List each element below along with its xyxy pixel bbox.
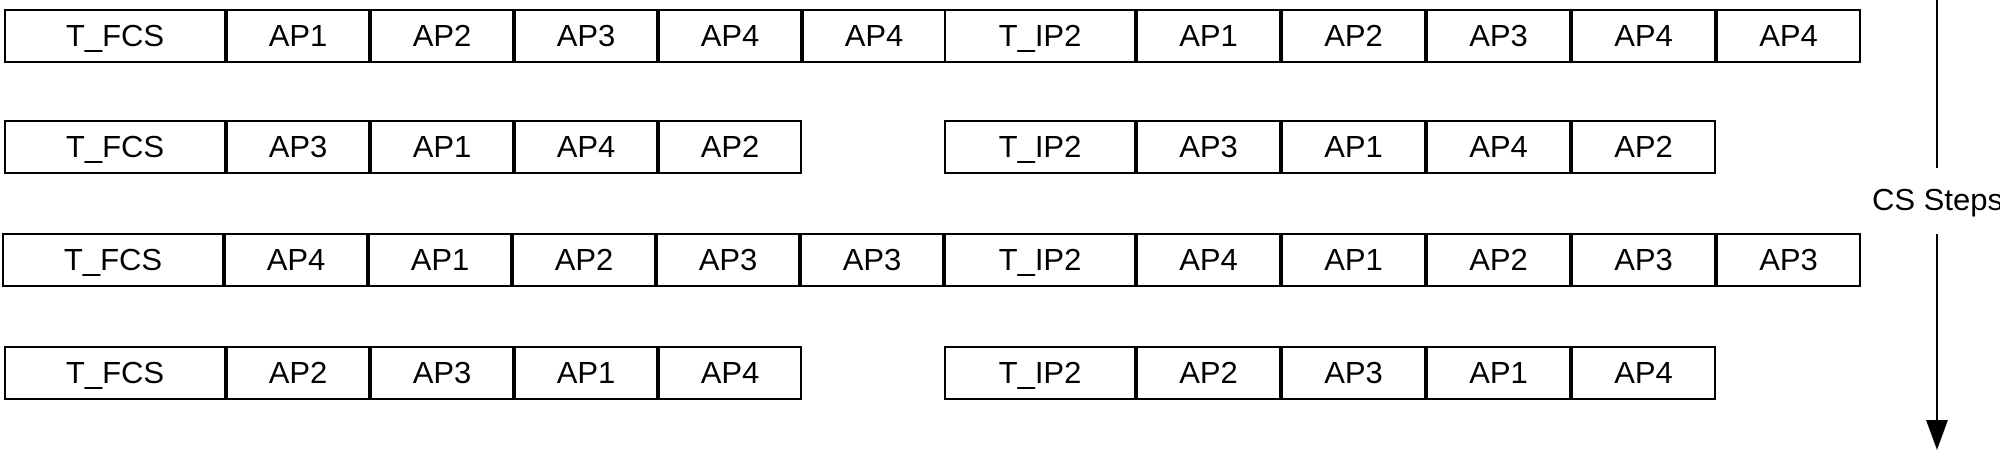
sequence-slot-cell: AP3 [800,233,944,287]
sequence-slot-cell: AP4 [1426,120,1571,174]
sequence-start-cell: T_IP2 [944,346,1136,400]
sequence-slot-cell: AP2 [370,9,514,63]
sequence-slot-cell: AP4 [224,233,368,287]
sequence-slot-cell: AP3 [1281,346,1426,400]
sequence-slot-cell: AP2 [1281,9,1426,63]
sequence-slot-cell: AP4 [1716,9,1861,63]
sequence-slot-cell: AP2 [1426,233,1571,287]
sequence-slot-cell: AP4 [1571,346,1716,400]
sequence-slot-cell: AP4 [658,9,802,63]
sequence-slot-cell: AP1 [226,9,370,63]
sequence-slot-cell: AP1 [514,346,658,400]
sequence-slot-cell: AP1 [1281,120,1426,174]
sequence-slot-cell: AP1 [1281,233,1426,287]
sequence-slot-cell: AP2 [226,346,370,400]
sequence-slot-cell: AP3 [370,346,514,400]
sequence-start-cell: T_FCS [4,346,226,400]
sequence-slot-cell: AP4 [1571,9,1716,63]
steps-axis-label: CS Steps [1872,182,2000,217]
sequence-slot-cell: AP3 [514,9,658,63]
sequence-slot-cell: AP4 [802,9,946,63]
sequence-slot-cell: AP2 [1571,120,1716,174]
sequence-slot-cell: AP4 [514,120,658,174]
sequence-slot-cell: AP4 [1136,233,1281,287]
sequence-slot-cell: AP1 [368,233,512,287]
sequence-slot-cell: AP3 [656,233,800,287]
sequence-start-cell: T_IP2 [944,9,1136,63]
steps-axis-line-top [1936,0,1938,168]
sequence-slot-cell: AP2 [658,120,802,174]
sequence-slot-cell: AP1 [1426,346,1571,400]
sequence-start-cell: T_IP2 [944,233,1136,287]
sequence-start-cell: T_FCS [2,233,224,287]
sequence-slot-cell: AP3 [1426,9,1571,63]
sequence-slot-cell: AP1 [1136,9,1281,63]
sequence-slot-cell: AP2 [1136,346,1281,400]
sequence-start-cell: T_FCS [4,120,226,174]
sequence-slot-cell: AP3 [1571,233,1716,287]
sequence-start-cell: T_IP2 [944,120,1136,174]
sequence-slot-cell: AP1 [370,120,514,174]
sequence-start-cell: T_FCS [4,9,226,63]
sequence-slot-cell: AP4 [658,346,802,400]
sequence-slot-cell: AP2 [512,233,656,287]
steps-axis-line-bottom [1936,234,1938,424]
sequence-slot-cell: AP3 [1716,233,1861,287]
sequence-slot-cell: AP3 [226,120,370,174]
arrow-down-icon [1926,420,1948,450]
sequence-slot-cell: AP3 [1136,120,1281,174]
